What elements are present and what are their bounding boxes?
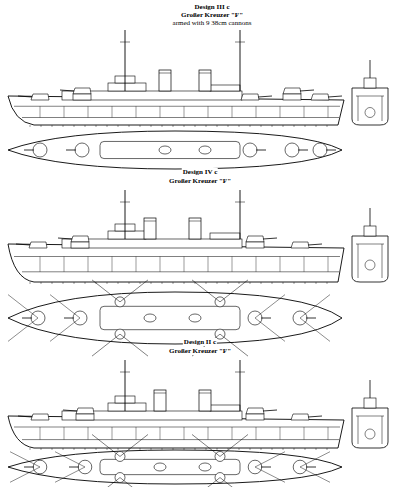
design-caption: Großer Kreuzer "F" [168,347,232,355]
design-caption: Großer Kreuzer "F" [180,11,244,19]
design-caption: Design II c [183,338,217,346]
design-caption: Großer Kreuzer "F" [168,177,232,185]
ship-design [8,190,388,356]
ship-design [8,360,388,487]
design-caption: Design IV c [182,168,218,176]
design-caption: Design III c [193,3,230,11]
ship-design [8,30,388,169]
design-caption: armed with 9 38cm cannons [172,19,253,27]
